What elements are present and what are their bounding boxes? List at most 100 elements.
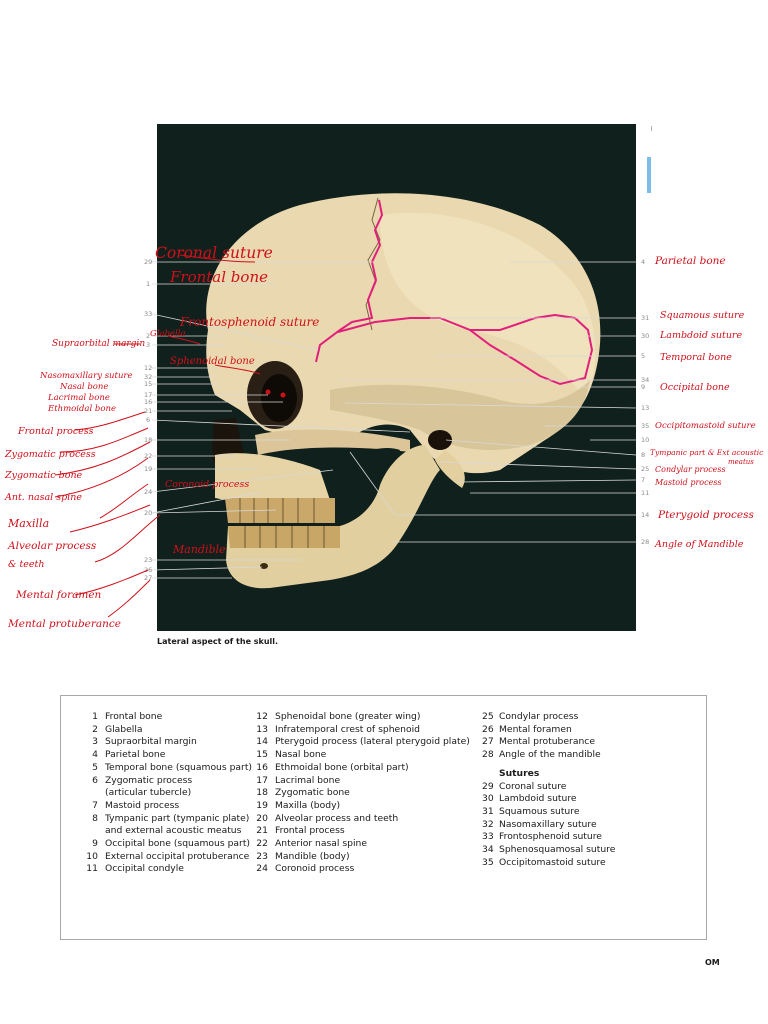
hw-mastoid-process: Mastoid process — [654, 478, 722, 487]
legend-number: 23 — [256, 850, 268, 862]
hw-tympanic-part: Tympanic part & Ext acoustic — [650, 448, 764, 457]
hw-mental-foramen: Mental foramen — [15, 589, 102, 601]
legend-number: 35 — [482, 856, 494, 868]
callout-16: 16 — [144, 398, 152, 406]
skull-illustration — [206, 193, 601, 589]
legend-number: 16 — [256, 761, 268, 773]
callout-6: 6 — [146, 416, 150, 424]
legend-item: 17 Lacrimal bone — [250, 775, 490, 788]
hw-lacrimal-bone: Lacrimal bone — [47, 393, 110, 403]
legend-text: Glabella — [105, 723, 143, 735]
callout-21: 21 — [144, 407, 152, 415]
sutures-heading: Sutures — [499, 767, 540, 779]
callout-35: 35 — [641, 422, 649, 430]
hw-ethmoidal-bone: Ethmoidal bone — [47, 404, 116, 414]
legend-text: External occipital protuberance — [105, 850, 250, 862]
hw-nasomaxillary-suture: Nasomaxillary suture — [39, 371, 133, 381]
callout-30: 30 — [641, 332, 649, 340]
hw-zygomatic-process: Zygomatic process — [4, 449, 96, 460]
legend-number: 10 — [86, 850, 98, 862]
hw-coronoid-process: Coronoid process — [165, 479, 249, 490]
legend-number: 22 — [256, 838, 268, 850]
legend-number: 34 — [482, 844, 494, 856]
callout-11: 11 — [641, 489, 649, 497]
legend-number: 33 — [482, 831, 494, 843]
hw-occipital-bone: Occipital bone — [660, 382, 730, 393]
legend-text: Coronal suture — [499, 780, 567, 792]
margin-tick — [651, 126, 652, 131]
hw-nasal-bone: Nasal bone — [59, 382, 108, 392]
legend-number: 1 — [92, 711, 98, 722]
legend-number: 28 — [482, 749, 494, 761]
legend-text: Lacrimal bone — [275, 774, 341, 786]
figure-caption: Lateral aspect of the skull. — [157, 637, 279, 646]
legend-text: Anterior nasal spine — [275, 838, 368, 850]
legend-item: 6 Zygomatic process — [80, 775, 260, 788]
legend-item: 4 Parietal bone — [80, 749, 260, 762]
legend-number: 11 — [86, 863, 98, 875]
legend-text: Occipital bone (squamous part) — [105, 838, 251, 850]
hw-pterygoid-process: Pterygoid process — [657, 509, 754, 521]
legend-text: Infratemporal crest of sphenoid — [275, 723, 420, 735]
legend-number: 25 — [482, 711, 494, 722]
hw-and-teeth: & teeth — [8, 559, 44, 570]
legend-item: 29 Coronal suture — [482, 781, 702, 794]
legend-text: (articular tubercle) — [105, 787, 192, 799]
legend-number: 21 — [256, 825, 268, 837]
hw-glabella: Glabella — [150, 329, 186, 339]
red-marker-dot — [280, 392, 286, 398]
callout-4: 4 — [641, 258, 645, 266]
hw-coronal-suture: Coronal suture — [155, 244, 273, 262]
legend-text: Squamous suture — [499, 805, 580, 817]
legend-text: Zygomatic process — [105, 774, 193, 786]
legend-number: 6 — [92, 774, 98, 786]
legend-number: 3 — [92, 736, 98, 748]
hw-temporal-bone: Temporal bone — [660, 352, 732, 363]
legend-text: Alveolar process and teeth — [275, 812, 399, 824]
hw-mental-protuberance: Mental protuberance — [7, 618, 121, 630]
callout-31: 31 — [641, 314, 649, 322]
hw-maxilla: Maxilla — [7, 517, 49, 530]
legend-text: Parietal bone — [105, 749, 166, 761]
callout-27: 27 — [144, 574, 152, 582]
legend-number: 29 — [482, 780, 494, 792]
legend-number: 30 — [482, 793, 494, 805]
callout-2: 2 — [146, 332, 150, 340]
legend-number: 14 — [256, 736, 268, 748]
skull-figure: 29 1 33 2 3 12 32 15 17 16 21 6 18 22 19… — [4, 124, 764, 631]
red-marker-dot — [265, 389, 271, 395]
callout-29: 29 — [144, 258, 152, 266]
legend-text: Ethmoidal bone (orbital part) — [275, 761, 409, 773]
legend-text: Temporal bone (squamous part) — [105, 761, 253, 773]
legend-item: 2 Glabella — [80, 724, 260, 737]
hw-zygomatic-bone: Zygomatic bone — [4, 470, 83, 481]
legend-number: 2 — [92, 723, 98, 735]
hw-alveolar-process: Alveolar process — [7, 540, 97, 552]
callout-7: 7 — [641, 476, 645, 484]
legend-number: 4 — [92, 749, 98, 761]
legend-text: Mandible (body) — [275, 850, 350, 862]
legend-number: 17 — [256, 774, 268, 786]
legend-text: Sphenoidal bone (greater wing) — [275, 711, 421, 722]
hw-tympanic-meatus: meatus — [728, 458, 754, 466]
legend-number: 8 — [92, 812, 98, 824]
